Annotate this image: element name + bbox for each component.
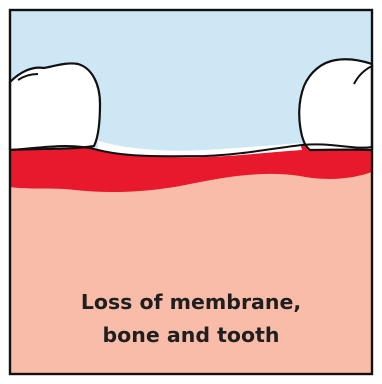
caption-line-2: bone and tooth [10,319,372,352]
caption-line-1: Loss of membrane, [10,286,372,319]
caption: Loss of membrane, bone and tooth [10,286,372,352]
